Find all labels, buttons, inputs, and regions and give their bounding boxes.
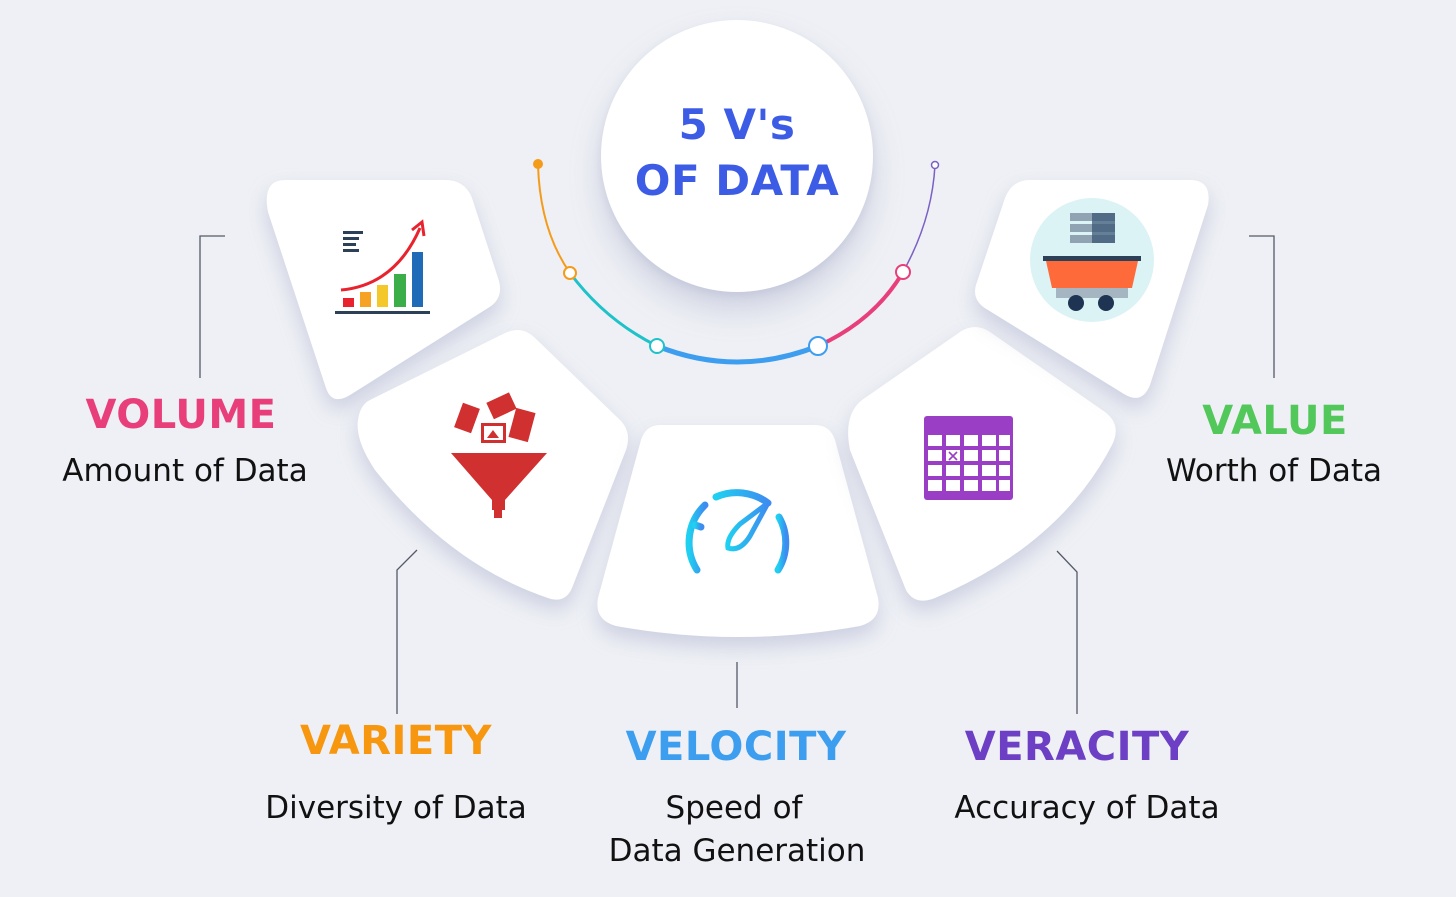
variety-card <box>357 329 628 600</box>
growth-bar-chart-icon <box>335 219 430 314</box>
velocity-card <box>597 425 879 637</box>
speedometer-icon <box>685 489 790 574</box>
value-connector <box>1249 235 1275 378</box>
volume-card <box>266 180 501 400</box>
title-line-2: OF DATA <box>634 156 840 205</box>
veracity-subtitle: Accuracy of Data <box>954 790 1220 826</box>
calendar-grid-icon <box>924 416 1013 500</box>
velocity-subtitle-line-1: Speed of <box>665 790 803 826</box>
funnel-media-icon <box>451 392 547 518</box>
arc-node-icon <box>533 159 543 169</box>
value-title: VALUE <box>1202 398 1348 444</box>
volume-subtitle: Amount of Data <box>62 453 308 489</box>
veracity-title: VERACITY <box>964 724 1190 770</box>
variety-connector <box>396 549 418 714</box>
title-line-1: 5 V's <box>678 100 796 149</box>
velocity-subtitle-line-2: Data Generation <box>608 833 866 869</box>
page-title: 5 V's OF DATA <box>634 100 840 209</box>
center-title-circle: 5 V's OF DATA <box>601 20 873 292</box>
veracity-connector <box>1056 550 1078 714</box>
connector-lines <box>199 235 1275 714</box>
volume-connector <box>199 235 225 378</box>
variety-subtitle: Diversity of Data <box>265 790 527 826</box>
progress-arc <box>533 159 940 365</box>
volume-title: VOLUME <box>85 392 277 438</box>
value-card <box>975 180 1209 398</box>
velocity-title: VELOCITY <box>625 724 847 770</box>
value-subtitle: Worth of Data <box>1166 453 1382 489</box>
variety-title: VARIETY <box>300 718 492 764</box>
data-cart-icon <box>1030 198 1154 322</box>
veracity-card <box>848 327 1116 601</box>
